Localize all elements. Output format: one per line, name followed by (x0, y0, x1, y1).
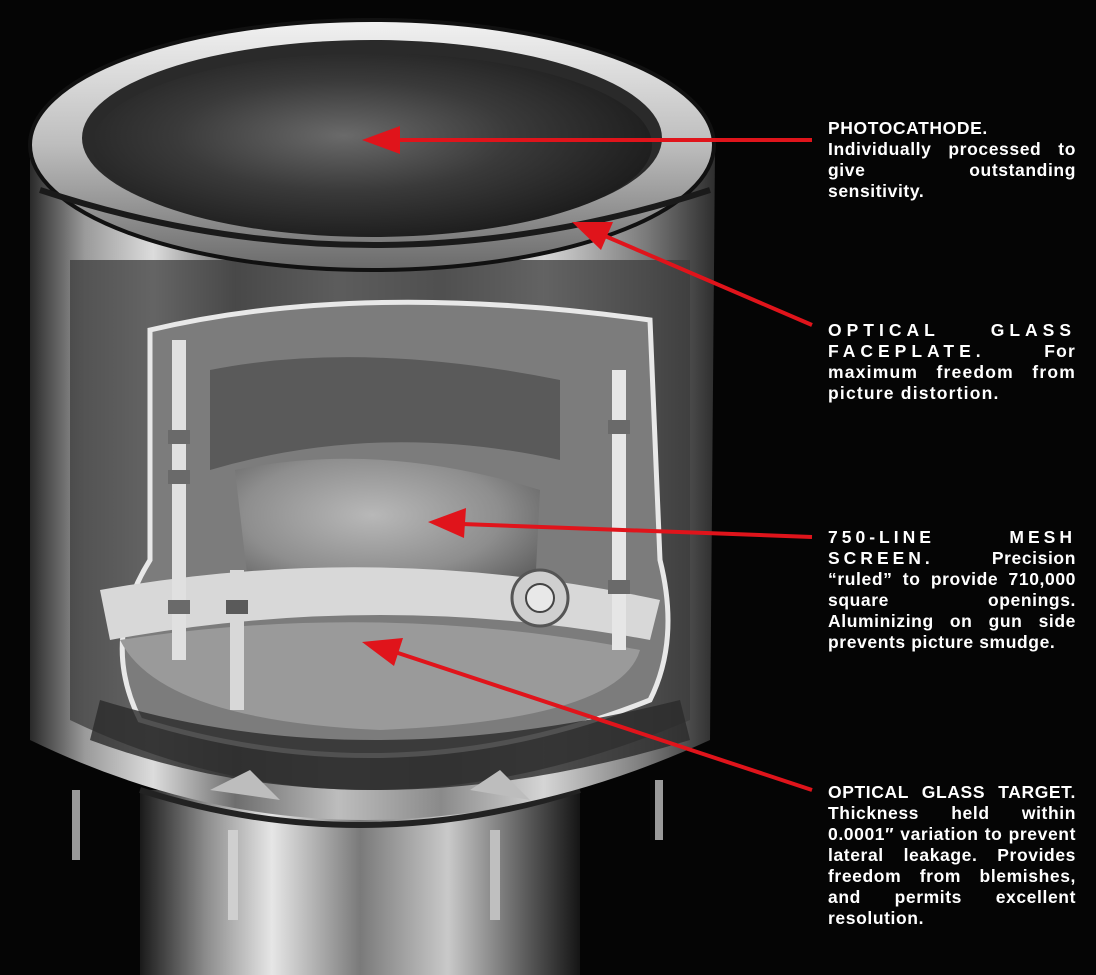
callout-photocathode: PHOTOCATHODE. Individually processed to … (828, 118, 1076, 202)
callout-target: OPTICAL GLASS TARGET. Thickness held wit… (828, 782, 1076, 929)
photocathode-ring (30, 20, 714, 270)
callout-text: Thickness held within 0.0001″ variation … (828, 803, 1076, 928)
callout-text: Individually processed to give outstandi… (828, 139, 1076, 201)
callout-heading: OPTICAL GLASS FACEPLATE. (828, 320, 1076, 361)
callout-heading: PHOTOCATHODE. (828, 118, 988, 138)
callout-mesh-screen: 750-LINE MESH SCREEN. Precision “ruled” … (828, 527, 1076, 653)
callout-faceplate: OPTICAL GLASS FACEPLATE. For maximum fre… (828, 320, 1076, 404)
callout-heading: OPTICAL GLASS TARGET. (828, 782, 1076, 802)
